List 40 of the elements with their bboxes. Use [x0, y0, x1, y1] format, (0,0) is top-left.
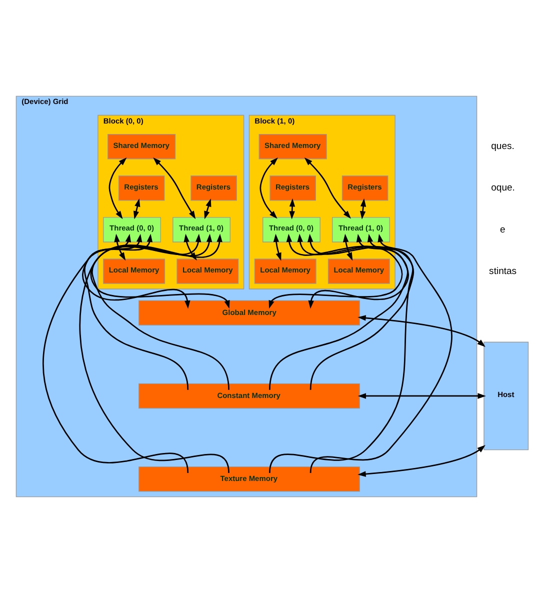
arrow: [358, 392, 486, 398]
arrow: [92, 233, 230, 390]
arrow: [90, 233, 230, 308]
arrow: [79, 233, 230, 473]
arrow: [269, 233, 408, 390]
arrow: [114, 233, 126, 260]
node-box: Registers: [342, 175, 388, 200]
node-box: Texture Memory: [138, 466, 360, 492]
node-box: Registers: [118, 175, 165, 200]
arrow: [273, 233, 282, 260]
arrow: [42, 233, 189, 473]
node-box: Local Memory: [328, 258, 390, 284]
arrow: [84, 233, 189, 390]
label: stintas: [489, 265, 517, 276]
arrow: [153, 156, 196, 219]
label: e: [500, 224, 506, 235]
node-box: Shared Memory: [108, 134, 176, 159]
arrow: [310, 233, 452, 473]
arrow: [360, 198, 366, 219]
label: ques.: [491, 140, 514, 152]
node-box: Local Memory: [103, 258, 166, 284]
arrow: [260, 156, 278, 218]
arrow: [268, 233, 403, 308]
arrow: [342, 233, 353, 260]
arrow: [358, 444, 486, 476]
arrow: [310, 233, 414, 390]
arrow: [304, 156, 352, 218]
arrow: [269, 233, 414, 473]
node-box: Host: [484, 341, 529, 450]
arrow: [358, 314, 486, 346]
node-box: Constant Memory: [138, 382, 360, 408]
node-box: Local Memory: [176, 258, 239, 284]
label: oque.: [491, 182, 515, 194]
arrow: [108, 156, 127, 219]
arrow: [308, 233, 409, 308]
node-box: Registers: [190, 175, 237, 200]
node-box: Registers: [270, 175, 316, 200]
node-box: Local Memory: [254, 258, 316, 284]
arrow: [82, 233, 190, 308]
node-box: Shared Memory: [258, 134, 327, 159]
